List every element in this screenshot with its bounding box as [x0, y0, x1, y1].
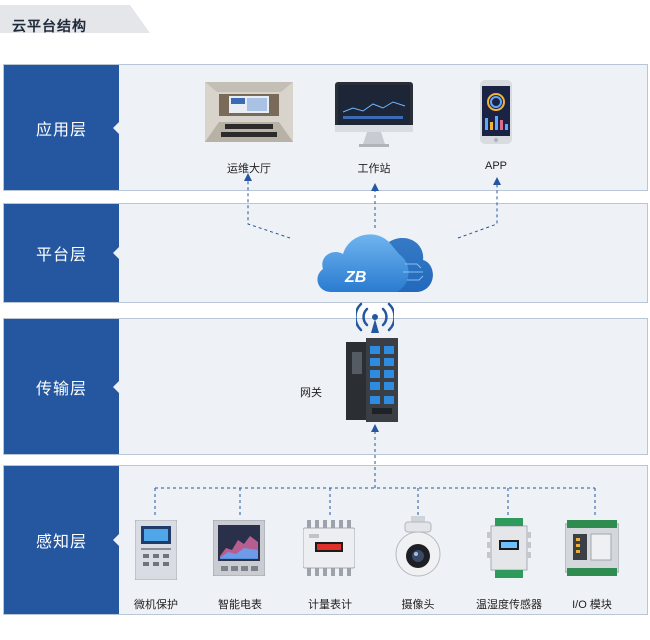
caption-gateway: 网关 — [300, 387, 322, 399]
caption-control-room: 运维大厅 — [227, 163, 271, 175]
caption-workstation: 工作站 — [357, 163, 391, 175]
layer-label-perception: 感知层 — [4, 466, 120, 614]
caption-app: APP — [484, 160, 507, 172]
connector-cloud-hall — [247, 178, 291, 239]
monitor-icon — [335, 82, 413, 148]
title-tab: 云平台结构 — [0, 5, 150, 34]
io-module-icon — [564, 520, 620, 576]
caption-smart-meter: 智能电表 — [218, 599, 262, 611]
smartphone-icon — [480, 80, 512, 144]
sensor-icon — [487, 518, 531, 578]
layer-application: 应用层 — [3, 64, 648, 191]
camera-icon — [395, 516, 441, 578]
layer-label-transport: 传输层 — [4, 319, 120, 454]
cloud-logo: ZB — [344, 269, 366, 286]
arrow-workstation — [371, 183, 379, 191]
caption-protection-relay: 微机保护 — [134, 599, 178, 611]
layer-label-application: 应用层 — [4, 65, 120, 190]
energy-meter-icon — [302, 520, 356, 576]
smart-meter-icon — [212, 519, 266, 577]
arrow-app — [493, 177, 501, 185]
arrow-hall — [244, 173, 252, 181]
wireless-signal-icon — [354, 302, 396, 334]
control-room-icon — [205, 82, 293, 142]
caption-camera: 摄像头 — [401, 599, 435, 611]
gateway-switch-icon — [346, 338, 398, 422]
caption-sensor: 温湿度传感器 — [476, 599, 542, 611]
caption-energy-meter: 计量表计 — [308, 599, 352, 611]
arrow-gateway — [371, 424, 379, 432]
layer-label-platform: 平台层 — [4, 204, 120, 302]
layer-transport: 传输层 — [3, 318, 648, 455]
connector-cloud-app — [457, 182, 498, 239]
device-drops — [154, 488, 596, 516]
page-title: 云平台结构 — [12, 18, 87, 34]
protection-relay-icon — [134, 519, 178, 581]
caption-io-module: I/O 模块 — [572, 599, 612, 611]
cloud-icon: ZB — [313, 224, 438, 296]
